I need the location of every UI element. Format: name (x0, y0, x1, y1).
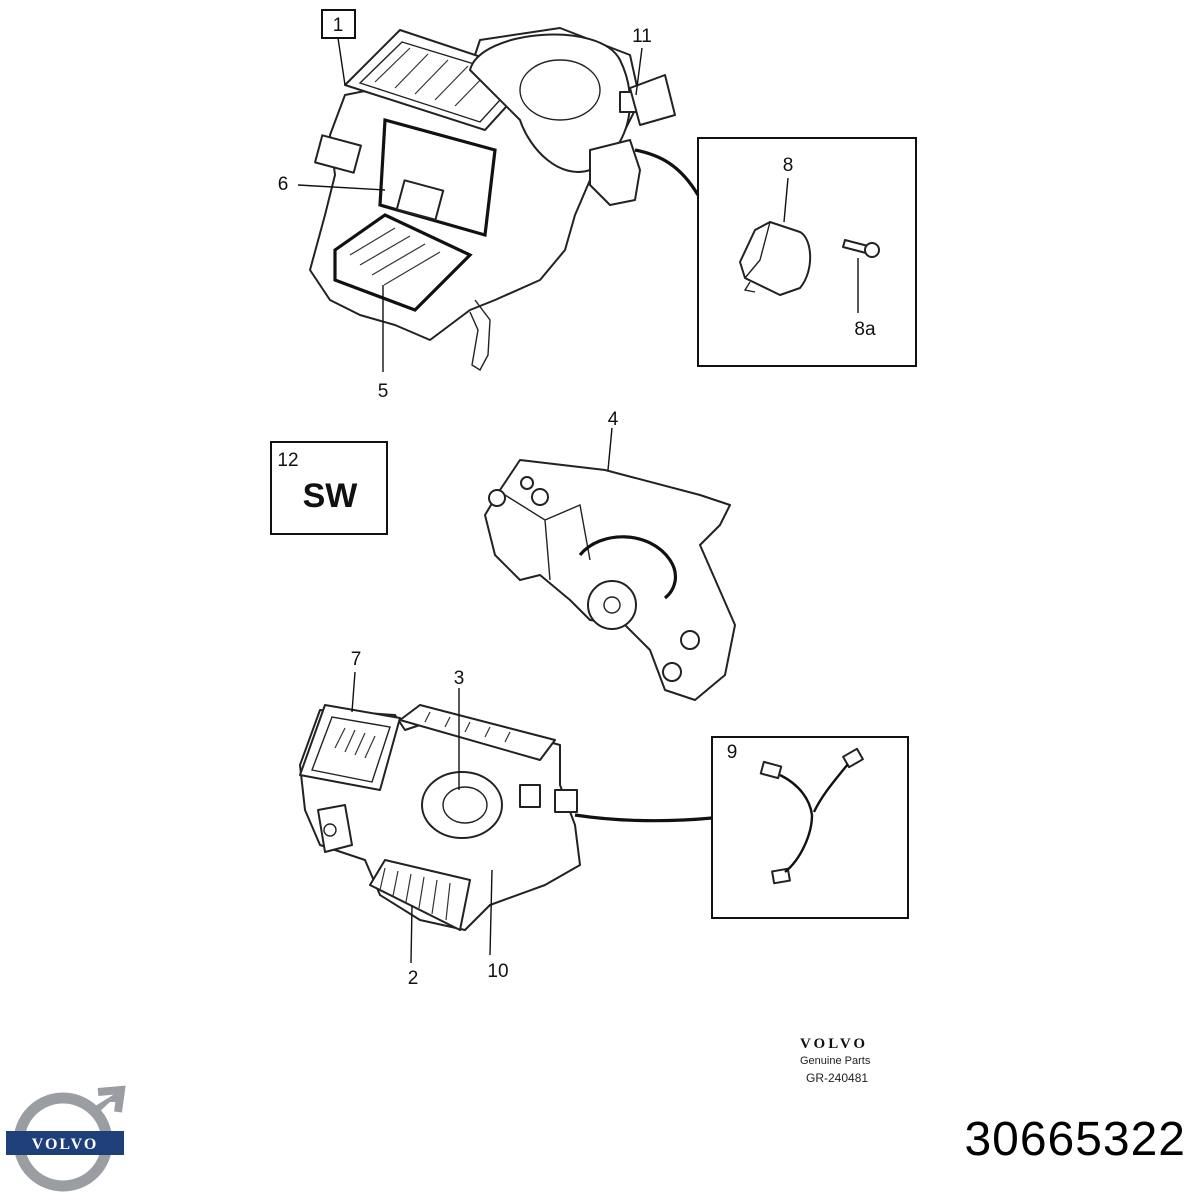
callout-5: 5 (378, 381, 389, 402)
logo-wordmark: VOLVO (32, 1136, 99, 1153)
brand-block: VOLVO Genuine Parts GR-240481 (800, 1036, 960, 1085)
detail-box-9 (711, 736, 909, 919)
brand-name: VOLVO (800, 1036, 869, 1052)
callout-6: 6 (278, 174, 289, 195)
detail-box-8 (697, 137, 917, 367)
callout-10: 10 (487, 961, 508, 982)
screw (842, 239, 880, 258)
callout-1: 1 (333, 15, 344, 36)
wiring-harness (759, 747, 864, 885)
callout-8a: 8a (854, 319, 876, 340)
callout-4: 4 (608, 409, 619, 430)
callout-3: 3 (454, 668, 465, 689)
heater-unit-assembly-top (309, 27, 700, 371)
actuator-motor (739, 221, 812, 296)
callout-9: 9 (727, 742, 738, 763)
callout-7: 7 (351, 649, 362, 670)
drawing-code: GR-240481 (806, 1071, 869, 1085)
volvo-logo: VOLVO (6, 1085, 126, 1192)
detail-box-12 (270, 441, 388, 535)
part-number: 30665322 (964, 1113, 1186, 1166)
callout-1-frame (321, 9, 356, 39)
mode-door-housing (484, 459, 736, 701)
brand-subtitle: Genuine Parts (800, 1055, 871, 1067)
heater-unit-assembly-bottom (299, 704, 713, 931)
callout-2: 2 (408, 968, 419, 989)
callout-11: 11 (632, 26, 652, 47)
callout-12: 12 (277, 450, 298, 471)
variant-badge-text: SW (303, 477, 359, 515)
callout-8: 8 (783, 155, 794, 176)
